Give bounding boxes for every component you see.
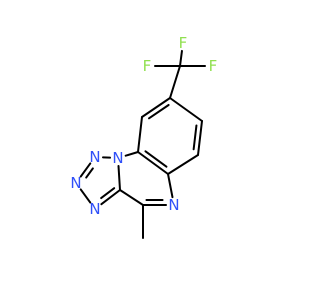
bond-c_c-c_d [137,151,169,175]
bond-n_t3-c_t [100,189,121,206]
atom-n-label: N [70,174,81,192]
bond-c_c-n_fused [124,151,139,157]
bond-c_ring-c_t [119,189,144,206]
bond-c_c-c_d-inner [144,150,168,168]
bond-c_e-c_f-inner [192,124,198,151]
atom-n-label: N [112,149,123,167]
bond-c_b-c_c [137,116,143,153]
atom-f-label: F [209,57,218,75]
bond-c_d-c_e [167,154,199,175]
bond-c_t-n_fused [117,164,121,191]
atom-n-label: N [89,200,100,218]
bond-cf3-f_top [179,49,183,67]
bond-n_t1-n_t2-inner [85,167,94,179]
bond-c_f-c_a [169,97,203,122]
bond-c_d-n_ring [167,173,174,199]
atom-f-label: F [179,34,188,52]
atom-n-label: N [168,196,179,214]
atom-f-label: F [143,57,152,75]
bond-c_e-c_f [197,120,203,156]
bond-layer [79,49,206,239]
atom-n-label: N [89,148,100,166]
bond-n_t3-c_t-inner [100,187,116,200]
bond-n_t2-n_t3 [79,188,92,204]
bond-c_a-c_b-inner [148,103,170,120]
bond-c_a-c_b [141,97,171,118]
bond-n_t1-n_t2 [79,162,92,178]
bond-cf3-c_a [169,65,181,99]
